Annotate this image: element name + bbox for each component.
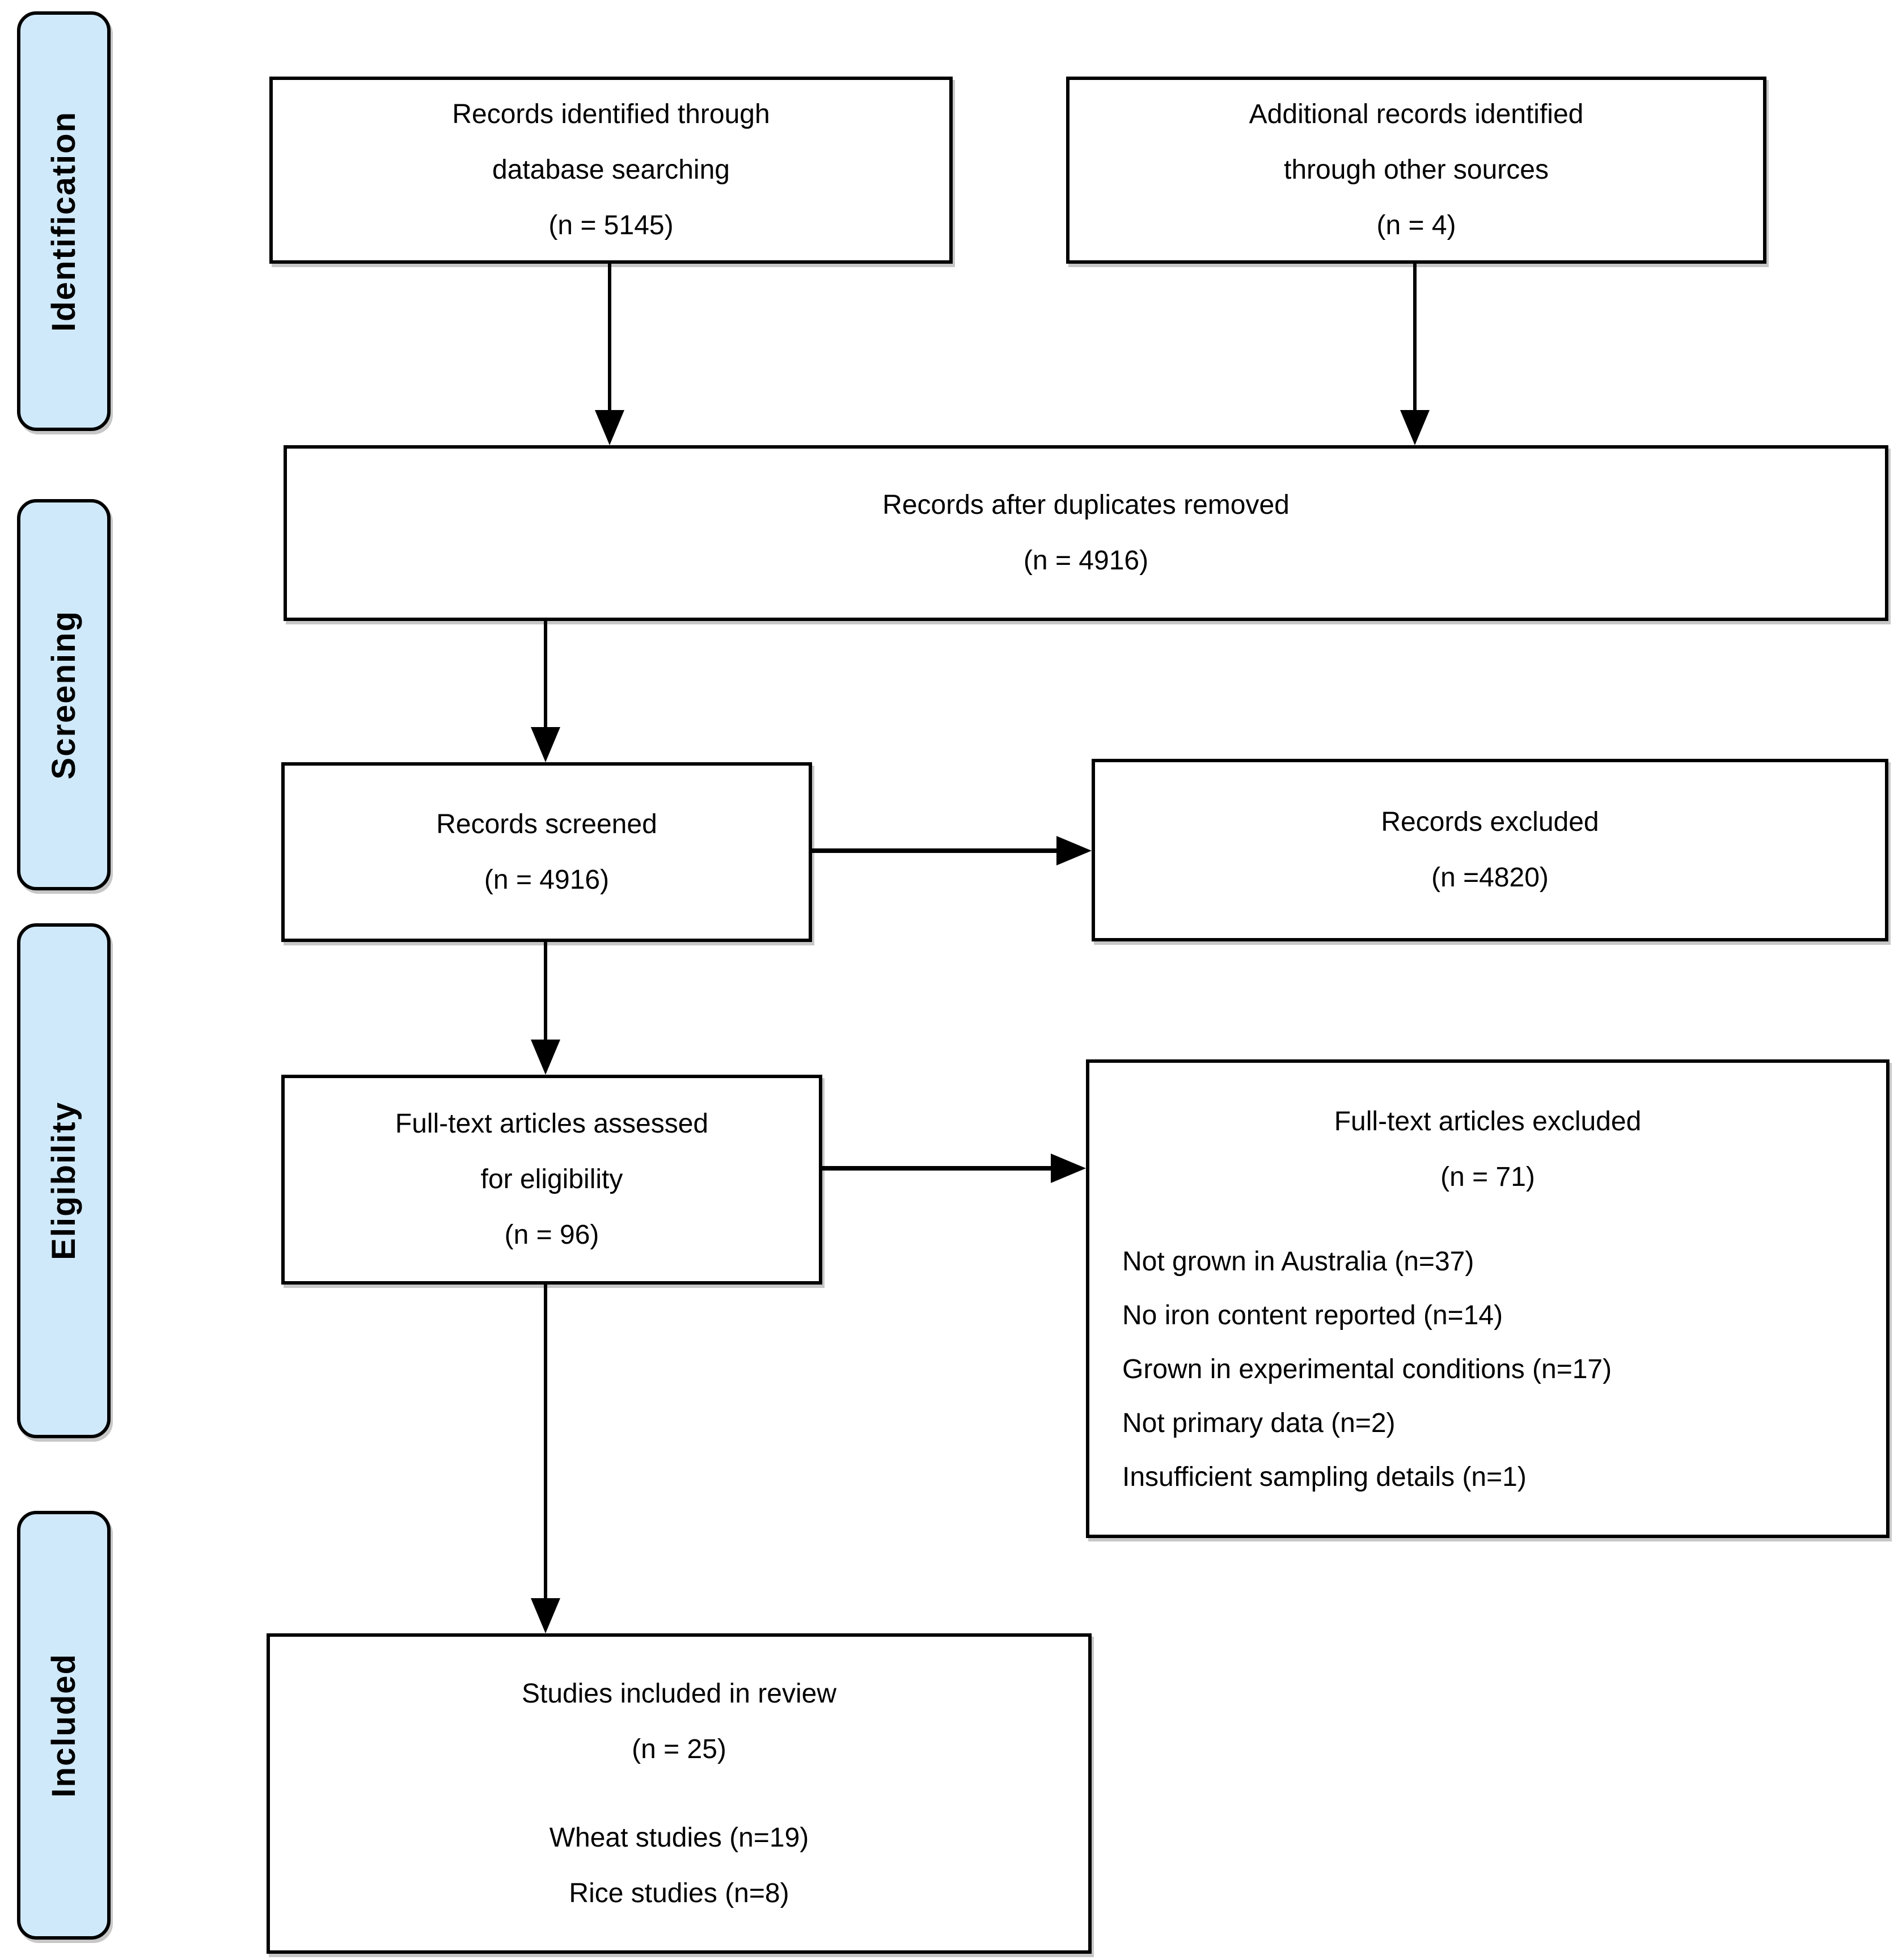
exclusion-reason: No iron content reported (n=14) (1122, 1300, 1503, 1330)
stage-included-label: Included (45, 1653, 82, 1798)
stage-included: Included (17, 1511, 111, 1940)
stage-eligibility-label: Eligibility (45, 1101, 82, 1260)
box-additional-records-line2: through other sources (1284, 155, 1549, 185)
box-records-identified-count: (n = 5145) (548, 210, 674, 240)
arrowhead-down-icon (1400, 410, 1430, 445)
box-fulltext-excluded-line1: Full-text articles excluded (1334, 1106, 1642, 1137)
arrowhead-down-icon (531, 1040, 560, 1075)
box-records-screened-count: (n = 4916) (484, 864, 610, 895)
box-studies-included: Studies included in review (n = 25) Whea… (267, 1633, 1092, 1954)
box-records-screened: Records screened (n = 4916) (281, 762, 812, 942)
box-studies-included-rice: Rice studies (n=8) (569, 1878, 789, 1908)
arrow-fulltext-to-included (544, 1285, 547, 1600)
box-studies-included-line1: Studies included in review (522, 1678, 836, 1709)
arrow-duplicates-to-screened (544, 621, 547, 729)
box-additional-records-line1: Additional records identified (1249, 99, 1584, 129)
box-fulltext-assessed-line2: for eligibility (480, 1164, 623, 1194)
arrow-identified-to-duplicates (608, 264, 611, 412)
box-studies-included-count: (n = 25) (632, 1734, 726, 1764)
box-records-excluded-count: (n =4820) (1431, 863, 1549, 893)
box-duplicates-removed: Records after duplicates removed (n = 49… (284, 445, 1888, 621)
arrowhead-down-icon (531, 1598, 560, 1633)
exclusion-reason: Grown in experimental conditions (n=17) (1122, 1354, 1612, 1384)
stage-identification-label: Identification (45, 111, 82, 332)
stage-screening-label: Screening (45, 610, 82, 780)
exclusion-reason: Insufficient sampling details (n=1) (1122, 1461, 1527, 1492)
arrowhead-down-icon (595, 410, 624, 445)
box-records-identified-line1: Records identified through (452, 99, 770, 129)
box-records-identified-line2: database searching (492, 155, 730, 185)
box-fulltext-assessed: Full-text articles assessed for eligibil… (281, 1075, 822, 1285)
box-records-excluded: Records excluded (n =4820) (1092, 759, 1888, 941)
box-duplicates-removed-count: (n = 4916) (1023, 546, 1149, 576)
box-records-screened-line1: Records screened (436, 809, 657, 839)
stage-screening: Screening (17, 499, 111, 890)
box-fulltext-excluded-count: (n = 71) (1440, 1161, 1535, 1192)
box-fulltext-assessed-count: (n = 96) (504, 1220, 599, 1250)
stage-identification: Identification (17, 11, 111, 431)
box-fulltext-excluded: Full-text articles excluded (n = 71) Not… (1086, 1059, 1889, 1538)
box-records-excluded-line1: Records excluded (1381, 807, 1599, 837)
arrow-additional-to-duplicates (1413, 264, 1417, 412)
arrowhead-right-icon (1051, 1154, 1086, 1183)
exclusion-reason: Not grown in Australia (n=37) (1122, 1246, 1474, 1277)
arrow-screened-to-fulltext (544, 942, 547, 1042)
arrowhead-right-icon (1056, 836, 1092, 865)
box-records-identified: Records identified through database sear… (269, 77, 953, 264)
arrowhead-down-icon (531, 727, 560, 762)
fulltext-exclusion-reasons: Not grown in Australia (n=37) No iron co… (1089, 1235, 1886, 1504)
arrow-screened-to-excluded (812, 848, 1059, 853)
box-fulltext-assessed-line1: Full-text articles assessed (395, 1109, 709, 1139)
stage-eligibility: Eligibility (17, 923, 111, 1438)
box-studies-included-wheat: Wheat studies (n=19) (549, 1822, 809, 1853)
arrow-fulltext-to-excluded (822, 1166, 1053, 1171)
box-additional-records: Additional records identified through ot… (1066, 77, 1766, 264)
box-duplicates-removed-line1: Records after duplicates removed (882, 490, 1290, 520)
box-additional-records-count: (n = 4) (1376, 210, 1456, 240)
exclusion-reason: Not primary data (n=2) (1122, 1408, 1396, 1438)
